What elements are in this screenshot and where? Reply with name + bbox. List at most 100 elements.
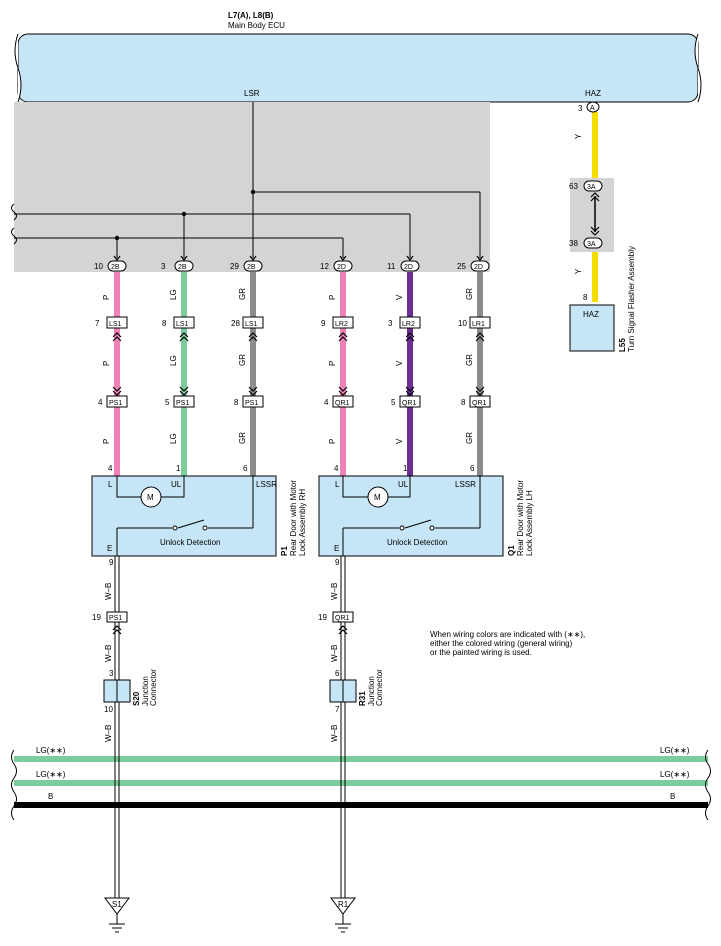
j1-pin-5: 10 (458, 319, 467, 328)
j1-label-2: LS1 (245, 321, 258, 328)
wire-columns: 2B10LS17PS14PPP2B3LS18PS15LGLGLG2B29LS12… (94, 255, 491, 476)
j2-label-0: PS1 (109, 400, 122, 407)
wire-2 (250, 272, 256, 476)
lh-jc-in-pin: 6 (335, 669, 340, 678)
top-arrow-1 (180, 255, 188, 261)
rh-wire-wb-3: W–B (104, 725, 113, 742)
note-line-3: or the painted wiring is used. (430, 648, 532, 657)
wire-label-2-1: GR (238, 354, 247, 366)
wire-label-1-1: LG (169, 355, 178, 366)
top-conn-label-0: 2B (111, 264, 120, 271)
wire-4 (407, 272, 413, 476)
j1-label-5: LR1 (472, 321, 485, 328)
j2-label-5: QR1 (472, 400, 487, 407)
rh-term-ul: UL (171, 480, 182, 489)
rh-jc-out-pin: 10 (104, 705, 113, 714)
internal-wiring (14, 102, 481, 258)
bus-3-label-left: B (48, 792, 53, 801)
j2-conn-0 (106, 395, 128, 408)
lh-term-lssr: LSSR (455, 480, 476, 489)
top-arrow-5 (476, 255, 484, 261)
rh-gj-pin: 19 (92, 613, 101, 622)
j2-pin-1: 5 (165, 398, 170, 407)
wire-label-5-0: GR (465, 288, 474, 300)
j1-pin-2: 28 (231, 319, 240, 328)
top-conn-label-4: 2D (404, 264, 413, 271)
top-arrow-0 (113, 255, 121, 261)
rh-pin-l: 4 (108, 464, 113, 473)
wire-label-1-2: LG (169, 433, 178, 444)
lh-gj-pin: 19 (318, 613, 327, 622)
flasher-terminal: HAZ (583, 310, 599, 319)
bus-1-label-left: LG(∗∗) (36, 746, 66, 755)
rh-wire-wb-1: W–B (104, 583, 113, 600)
j1-pin-3: 9 (321, 319, 326, 328)
j2-pin-2: 8 (234, 398, 239, 407)
j1-label-0: LS1 (109, 321, 122, 328)
wire-label-4-2: V (395, 438, 404, 444)
top-conn-label-2: 2B (247, 264, 256, 271)
flasher-name: Turn Signal Flasher Assembly (627, 246, 636, 352)
j2-conn-1 (173, 395, 195, 408)
rh-motor: M (147, 493, 154, 502)
lh-term-l: L (335, 480, 340, 489)
bus-3-label-right: B (670, 792, 675, 801)
lh-jc-code: R31 (358, 691, 367, 706)
ecu-pin-lsr: LSR (244, 89, 260, 98)
j1-pin-0: 7 (95, 319, 100, 328)
j2-pin-4: 5 (391, 398, 396, 407)
flasher-conn1: 3A (587, 184, 596, 191)
motor-lh (318, 475, 504, 557)
wire-label-2-0: GR (238, 288, 247, 300)
rh-jc-in-pin: 3 (109, 669, 114, 678)
flasher-wire-1: Y (574, 133, 583, 139)
rh-term-e: E (107, 544, 112, 553)
wire-label-0-0: P (102, 295, 111, 300)
rh-name-1: Rear Door with Motor (289, 480, 298, 556)
lh-wire-wb-1: W–B (330, 583, 339, 600)
j2-label-4: QR1 (402, 400, 417, 407)
main-body-ecu (14, 33, 702, 103)
lh-name-2: Lock Assembly LH (525, 490, 534, 556)
lh-jc-out-pin: 7 (335, 705, 340, 714)
j2-conn-5 (469, 395, 491, 408)
rh-ground-pin: 9 (109, 558, 114, 567)
lh-term-ul: UL (398, 480, 409, 489)
lh-jc-name-2: Connector (375, 669, 384, 706)
rh-term-lssr: LSSR (256, 480, 277, 489)
wire-label-4-1: V (395, 360, 404, 366)
rh-jc-code: S20 (132, 691, 141, 706)
lh-wire-wb-2: W–B (330, 645, 339, 662)
bus-2-label-left: LG(∗∗) (36, 770, 66, 779)
ground-paths (114, 556, 346, 900)
j2-conn-2 (242, 395, 264, 408)
rh-wire-wb-2: W–B (104, 645, 113, 662)
wire-3 (340, 272, 346, 476)
j1-label-3: LR2 (335, 321, 348, 328)
top-pin-5: 25 (457, 262, 466, 271)
flasher-code: L55 (618, 338, 627, 352)
flasher-circuit: A (569, 101, 615, 352)
lh-jc-name-1: Junction (367, 676, 376, 706)
j2-label-1: PS1 (176, 400, 189, 407)
j2-label-2: PS1 (245, 400, 258, 407)
top-pin-0: 10 (94, 262, 103, 271)
wire-label-5-2: GR (465, 432, 474, 444)
lh-term-e: E (334, 544, 339, 553)
ecu-name: Main Body ECU (228, 21, 285, 30)
lh-ground-pin: 9 (335, 558, 340, 567)
junction-dots (114, 189, 256, 241)
lh-name-1: Rear Door with Motor (516, 480, 525, 556)
wire-label-1-0: LG (169, 289, 178, 300)
rh-jc-name-2: Connector (149, 669, 158, 706)
top-conn-label-3: 2D (337, 264, 346, 271)
j2-conn-4 (399, 395, 421, 408)
wire-0 (114, 272, 120, 476)
ground-connectors (103, 611, 357, 703)
ground-symbols (104, 897, 356, 933)
ecu-pin-haz-no: 3 (578, 104, 583, 113)
rh-unlock-detection: Unlock Detection (160, 538, 220, 547)
lh-unlock-detection: Unlock Detection (387, 538, 447, 547)
bus-lines (11, 749, 711, 821)
ecu-haz-conn: A (590, 105, 595, 112)
